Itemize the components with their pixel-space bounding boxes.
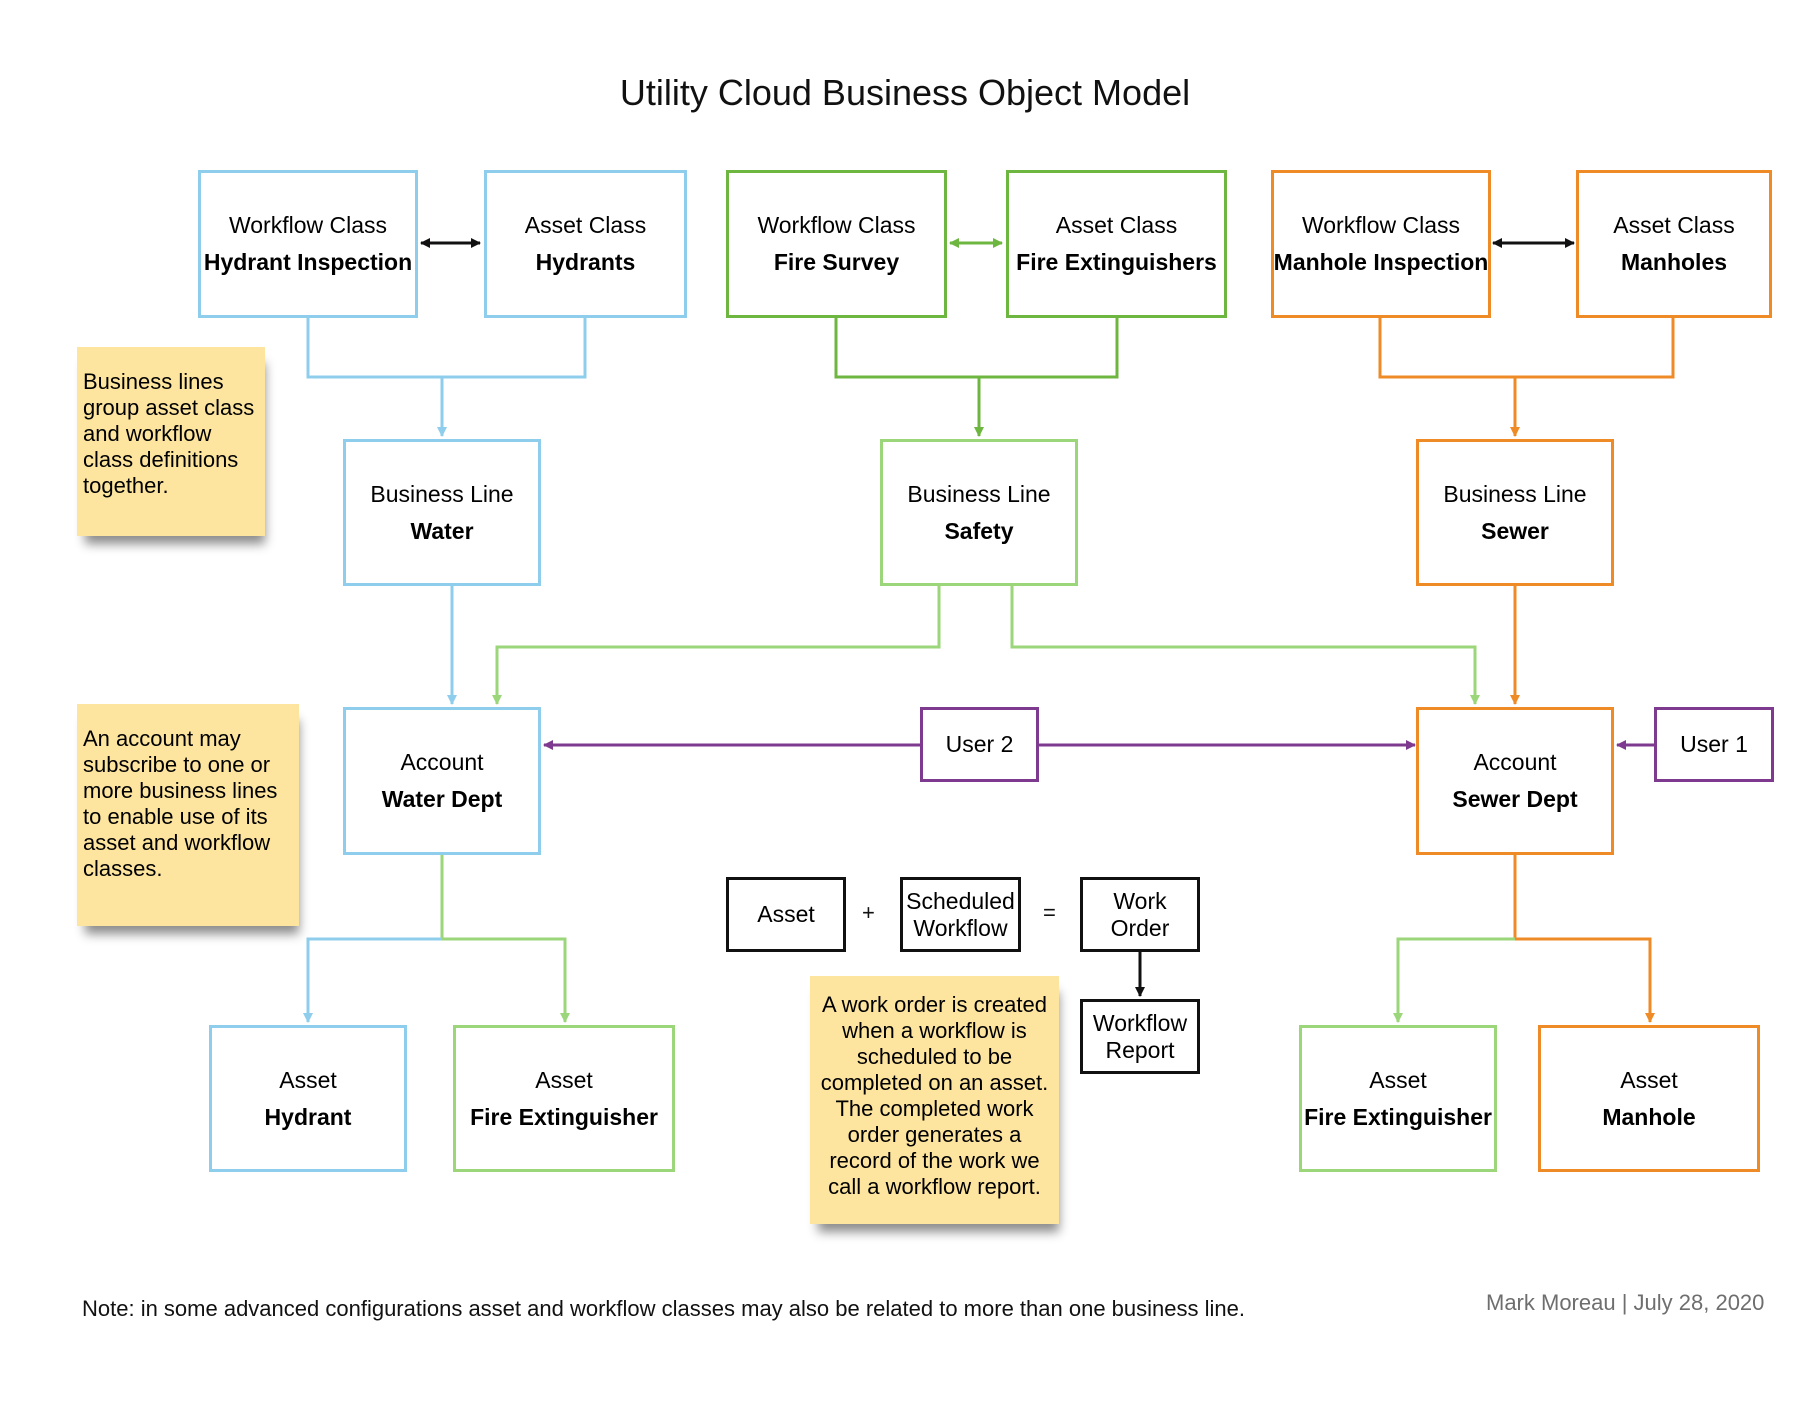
asset-fire-extinguisher-sewer: Asset Fire Extinguisher [1299,1025,1497,1172]
safety-classes-connector [834,318,1119,436]
note-line: together. [83,473,169,498]
box-name: Fire Survey [773,249,900,275]
user-2: User 2 [920,707,1039,782]
water-classes-connector [306,318,587,436]
asset-fire-extinguisher-water: Asset Fire Extinguisher [453,1025,675,1172]
asset-class-hydrants: Asset Class Hydrants [484,170,687,318]
box-kind: Workflow Class [228,212,388,238]
note-line: when a workflow is [842,1018,1027,1043]
box-name: Fire Extinguishers [1016,249,1217,275]
note-line: Business lines [83,369,224,394]
equation-asset-label: Asset [757,901,815,927]
asset-hydrant: Asset Hydrant [209,1025,407,1172]
box-name: Safety [944,517,1014,544]
equation-work-order: Work Order [1080,877,1200,952]
business-line-water: Business Line Water [343,439,541,586]
note-line: order generates a [847,1122,1022,1147]
account-water-dept: Account Water Dept [343,707,541,855]
note-line: class definitions [83,447,239,472]
box-name: Fire Extinguisher [470,1103,658,1130]
note-line: A work order is created [822,992,1047,1017]
user-label: User 1 [1680,731,1748,757]
diagram-title: Utility Cloud Business Object Model [619,72,1191,113]
note-line: classes. [83,856,163,881]
box-kind: Business Line [1443,480,1587,507]
water-dept-to-hydrant [303,937,442,1023]
user-1: User 1 [1654,707,1774,782]
business-line-sewer: Business Line Sewer [1416,439,1614,586]
box-kind: Account [1473,749,1557,775]
box-kind: Account [400,749,484,775]
safety-line-to-sewer-dept [1010,586,1480,705]
workflow-report: Workflow Report [1080,999,1200,1074]
equation-scheduled-workflow: Scheduled Workflow [900,877,1021,952]
note-line: An account may [83,726,241,751]
box-name: Fire Extinguisher [1304,1103,1492,1130]
box-name: Hydrant [264,1103,352,1130]
author-credit: Mark Moreau | July 28, 2020 [1486,1290,1765,1315]
sticky-note-account: An account may subscribe to one or more … [77,704,299,926]
business-line-safety: Business Line Safety [880,439,1078,586]
sewer-dept-to-manhole [1515,937,1655,1023]
box-name: Manholes [1620,249,1728,275]
box-name: Sewer [1481,517,1549,544]
note-line: record of the work we [829,1148,1040,1173]
workflow-class-fire-survey: Workflow Class Fire Survey [726,170,947,318]
workflow-report-line-2: Report [1105,1036,1175,1063]
workflow-class-hydrant-inspection: Workflow Class Hydrant Inspection [198,170,418,318]
work-order-line-1: Work [1113,887,1167,914]
asset-class-fire-extinguishers: Asset Class Fire Extinguishers [1006,170,1227,318]
box-kind: Asset [535,1066,593,1093]
sticky-note-business-lines: Business lines group asset class and wor… [77,347,265,536]
box-kind: Asset Class [1055,212,1178,238]
box-name: Water [410,517,474,544]
box-kind: Asset Class [1613,212,1735,238]
box-name: Manhole [1602,1103,1696,1130]
box-name: Hydrant Inspection [203,249,413,275]
asset-manhole: Asset Manhole [1538,1025,1760,1172]
safety-line-to-water-dept [492,586,941,705]
box-kind: Workflow Class [1301,212,1461,238]
box-kind: Asset [279,1066,337,1093]
note-line: to enable use of its [83,804,268,829]
sewer-dept-to-fire-extinguisher [1393,937,1515,1023]
note-line: call a workflow report. [828,1174,1041,1199]
note-line: The completed work [835,1096,1034,1121]
box-name: Sewer Dept [1452,786,1578,812]
note-line: subscribe to one or [83,752,271,777]
box-kind: Business Line [370,480,514,507]
workflow-class-manhole-inspection: Workflow Class Manhole Inspection [1271,170,1491,318]
sewer-classes-connector [1378,318,1675,436]
plus-operator: + [862,900,875,925]
box-name: Water Dept [381,786,503,812]
box-kind: Asset Class [524,212,647,238]
box-kind: Business Line [907,480,1051,507]
scheduled-workflow-line-1: Scheduled [906,887,1015,914]
equation-asset: Asset [726,877,846,952]
note-line: scheduled to be [856,1044,1013,1069]
asset-class-manholes: Asset Class Manholes [1576,170,1772,318]
box-kind: Asset [1369,1066,1427,1093]
box-name: Manhole Inspection [1273,249,1489,275]
box-kind: Workflow Class [757,212,916,238]
sticky-note-work-order: A work order is created when a workflow … [810,976,1059,1224]
note-line: and workflow [83,421,212,446]
note-line: asset and workflow [83,830,271,855]
work-order-line-2: Order [1110,914,1170,941]
note-line: more business lines [83,778,278,803]
box-name: Hydrants [535,249,636,275]
scheduled-workflow-line-2: Workflow [913,914,1008,941]
footer-note: Note: in some advanced configurations as… [82,1296,1245,1321]
note-line: completed on an asset. [820,1070,1049,1095]
note-line: group asset class [83,395,255,420]
account-sewer-dept: Account Sewer Dept [1416,707,1614,855]
workflow-report-line-1: Workflow [1092,1009,1188,1036]
equals-operator: = [1043,900,1056,925]
water-dept-to-fire-extinguisher [442,937,570,1023]
user-label: User 2 [945,731,1014,757]
box-kind: Asset [1620,1066,1678,1093]
